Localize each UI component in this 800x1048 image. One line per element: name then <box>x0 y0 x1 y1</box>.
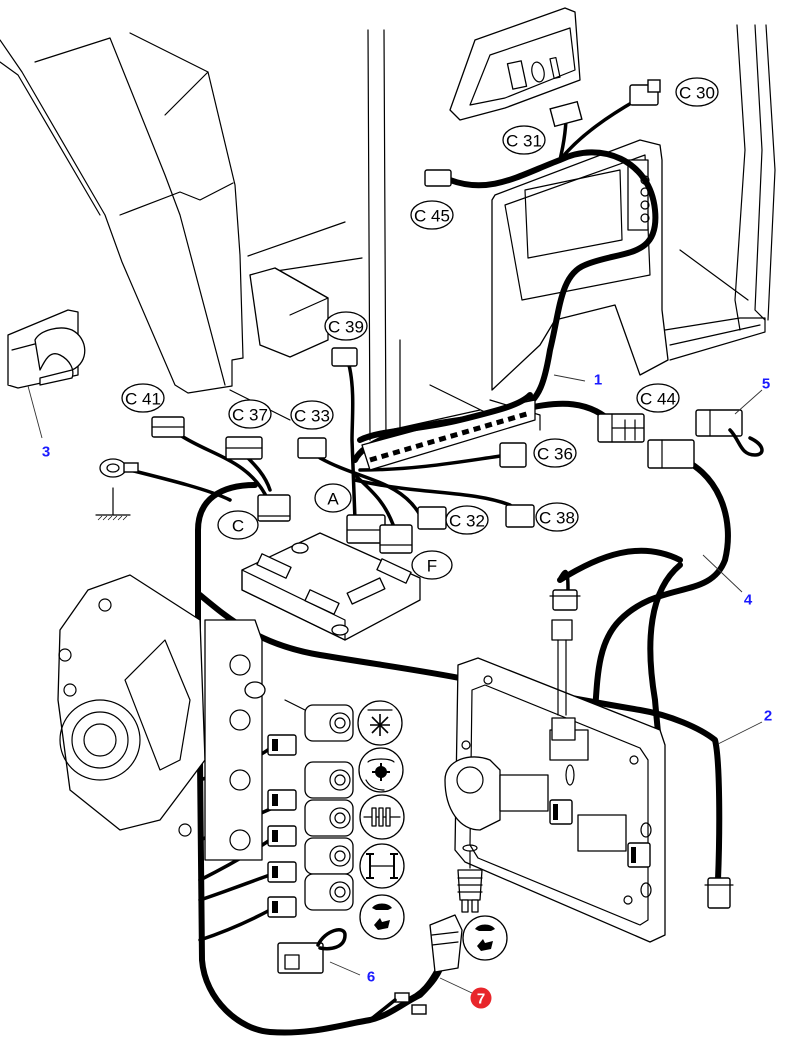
solenoid-valve-4 <box>304 837 354 875</box>
callout-4[interactable]: 4 <box>702 554 753 609</box>
connector-c44[interactable] <box>597 413 645 443</box>
connector-c41[interactable] <box>151 416 185 438</box>
callout-5[interactable]: 5 <box>734 376 770 415</box>
svg-text:A: A <box>327 490 339 509</box>
connector-c32[interactable] <box>417 506 447 530</box>
connector-5-plug[interactable] <box>695 409 764 457</box>
cable-clip <box>7 309 86 389</box>
connector-c38[interactable] <box>505 504 535 528</box>
connector-6-plug[interactable] <box>277 928 347 974</box>
callout-3[interactable]: 3 <box>27 385 50 461</box>
highlight-badge <box>470 987 492 1009</box>
clutch-icon <box>359 794 405 840</box>
tag-c38: C 38 <box>535 502 579 532</box>
cab-right-pillar <box>664 24 776 361</box>
floor-conduit <box>357 392 536 471</box>
solenoid-plug-4[interactable] <box>267 861 297 883</box>
solenoid-plug-5[interactable] <box>267 896 297 918</box>
svg-text:2: 2 <box>764 708 772 725</box>
svg-text:C 45: C 45 <box>414 207 450 226</box>
solenoid-plug-3[interactable] <box>267 825 297 847</box>
hi-lo-speed-icon <box>359 894 405 940</box>
tag-c31: C 31 <box>502 125 546 155</box>
tag-c36: C 36 <box>533 438 577 468</box>
connector-c37[interactable] <box>225 436 263 460</box>
svg-text:C 41: C 41 <box>125 390 161 409</box>
tag-c33: C 33 <box>290 400 334 430</box>
svg-text:C 36: C 36 <box>537 445 573 464</box>
ground-ring-terminal <box>99 458 139 478</box>
tag-c30: C 30 <box>675 77 719 107</box>
solenoid-valve-5 <box>304 873 354 911</box>
callout-6[interactable]: 6 <box>329 961 375 986</box>
svg-text:7: 7 <box>477 991 485 1008</box>
tag-c32: C 32 <box>445 505 489 535</box>
svg-text:1: 1 <box>594 372 602 389</box>
svg-text:C 33: C 33 <box>294 407 330 426</box>
tag-c37: C 37 <box>228 399 272 429</box>
svg-text:5: 5 <box>762 376 770 393</box>
connector-c31[interactable] <box>549 100 583 128</box>
callout-1[interactable]: 1 <box>553 372 602 389</box>
module-port-f-connector[interactable] <box>379 524 413 554</box>
solenoid-valve-2 <box>304 761 354 799</box>
connector-c33[interactable] <box>297 437 327 459</box>
tag-c39: C 39 <box>324 311 368 341</box>
connector-2-end[interactable] <box>704 877 734 909</box>
module-port-c-connector[interactable] <box>257 494 291 522</box>
svg-text:6: 6 <box>367 969 375 986</box>
speed-switch <box>368 844 483 1022</box>
tag-c45: C 45 <box>410 200 454 230</box>
ground-symbol <box>95 487 131 521</box>
tag-c41: C 41 <box>121 383 165 413</box>
callout-2[interactable]: 2 <box>717 708 772 745</box>
connector-c30[interactable] <box>629 79 661 106</box>
connector-4[interactable] <box>647 439 695 469</box>
four-wheel-drive-icon <box>359 843 405 889</box>
svg-text:C: C <box>232 517 244 536</box>
cab-console-box <box>247 221 363 358</box>
connector-4-lower[interactable] <box>549 589 581 611</box>
cab-left-pillar <box>0 32 291 421</box>
solenoid-valve-3 <box>304 799 354 837</box>
instrument-panel <box>449 7 581 121</box>
svg-text:C 39: C 39 <box>328 318 364 337</box>
control-module-board <box>241 532 421 641</box>
svg-text:C 30: C 30 <box>679 84 715 103</box>
pto-icon <box>358 747 404 793</box>
svg-text:3: 3 <box>42 444 50 461</box>
svg-text:F: F <box>427 557 437 576</box>
valve-manifold <box>204 619 266 861</box>
connector-c36[interactable] <box>499 442 527 468</box>
svg-text:C 44: C 44 <box>640 390 676 409</box>
gearbox-connector-1[interactable] <box>549 799 573 825</box>
connector-c39[interactable] <box>331 347 358 367</box>
svg-text:C 31: C 31 <box>506 132 542 151</box>
port-tag-f: F <box>411 550 453 580</box>
diff-lock-icon <box>357 700 403 746</box>
svg-text:4: 4 <box>744 592 753 609</box>
port-tag-a: A <box>314 483 352 513</box>
solenoid-plug-2[interactable] <box>267 789 297 811</box>
hi-lo-speed-icon-switch <box>462 915 508 961</box>
callout-7-highlighted[interactable]: 7 <box>439 977 492 1009</box>
solenoid-valve-1 <box>284 699 354 742</box>
solenoid-plug-1[interactable] <box>267 734 297 756</box>
hydraulic-pump <box>57 574 206 837</box>
tag-c44: C 44 <box>636 383 680 413</box>
svg-text:C 38: C 38 <box>539 509 575 528</box>
port-tag-c: C <box>217 510 259 540</box>
svg-text:C 37: C 37 <box>232 406 268 425</box>
gearbox-connector-2[interactable] <box>627 842 651 868</box>
connector-c45[interactable] <box>424 169 452 187</box>
speed-sensor-probe <box>551 619 576 741</box>
svg-text:C 32: C 32 <box>449 512 485 531</box>
